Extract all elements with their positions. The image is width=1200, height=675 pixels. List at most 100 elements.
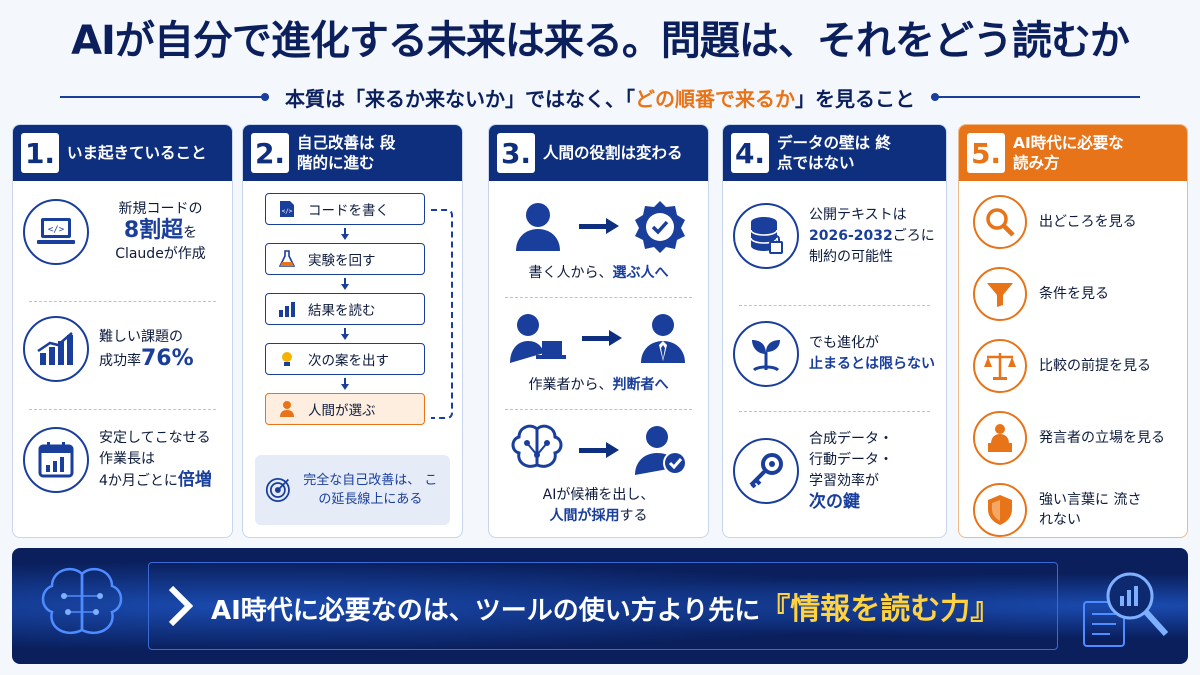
list-item: 条件を見る bbox=[973, 267, 1177, 321]
card-title: いま起きていること bbox=[67, 144, 207, 162]
item-text: 作業長は bbox=[99, 451, 155, 467]
item-text: Claudeが作成 bbox=[115, 246, 206, 262]
item-text: 出どころを見る bbox=[1039, 214, 1137, 230]
conclusion-banner: AI時代に必要なのは、ツールの使い方より先に『情報を読む力』 bbox=[12, 548, 1188, 664]
tip-text: 完全な自己改善は、 この延長線上にある bbox=[303, 473, 438, 507]
divider bbox=[505, 297, 692, 298]
worker-laptop-icon bbox=[509, 314, 566, 363]
step-label: コードを書く bbox=[308, 203, 389, 219]
arrow-down-icon bbox=[341, 328, 349, 340]
card-data-wall: 4. データの壁は 終点ではない 公開テキストは 2026-2032ごろに 制約… bbox=[722, 124, 947, 538]
list-item: 安定してこなせる 作業長は 4か月ごとに倍増 bbox=[23, 427, 222, 493]
bar-chart-icon bbox=[278, 300, 296, 318]
database-lock-icon bbox=[733, 203, 799, 269]
role-caption: 書く人から、選ぶ人へ bbox=[489, 263, 708, 284]
magnifier-icon bbox=[973, 195, 1027, 249]
arrow-right-icon bbox=[581, 330, 622, 346]
role-caption: AIが候補を出し、 人間が採用する bbox=[489, 485, 708, 527]
check-badge-icon bbox=[634, 201, 685, 253]
card-header: 1. いま起きていること bbox=[13, 125, 232, 181]
item-text: 学習効率が bbox=[809, 473, 879, 489]
banner-text: AI時代に必要なのは、ツールの使い方より先に『情報を読む力』 bbox=[211, 584, 1000, 628]
card-self-improvement: 2. 自己改善は 段階的に進む </> コードを書く 実験を回す 結果を読む 次の… bbox=[242, 124, 463, 538]
step-label: 次の案を出す bbox=[308, 353, 389, 369]
arrow-down-icon bbox=[341, 378, 349, 390]
person-icon bbox=[515, 203, 560, 251]
lightbulb-icon bbox=[278, 350, 296, 368]
role-highlight: 判断者へ bbox=[612, 377, 669, 393]
card-reading-method: 5. AI時代に必要な 読み方 出どころを見る 条件を見る 比較の前提を見る 発… bbox=[958, 124, 1188, 538]
item-text: 新規コードの bbox=[118, 201, 203, 217]
list-item: 強い言葉に 流されない bbox=[973, 483, 1177, 537]
item-text: 合成データ・ bbox=[809, 431, 893, 447]
item-text: 4か月ごとに bbox=[99, 473, 178, 489]
divider bbox=[739, 411, 930, 412]
laptop-code-icon: </> bbox=[23, 199, 89, 265]
role-highlight: 人間が採用 bbox=[549, 508, 620, 524]
svg-text:</>: </> bbox=[48, 225, 65, 235]
approved-user-icon bbox=[634, 426, 687, 475]
subtitle-bar: 本質は「来るか来ないか」ではなく、「どの順番で来るか」を見ること bbox=[60, 80, 1140, 114]
speaker-podium-icon bbox=[973, 411, 1027, 465]
card-number: 3. bbox=[497, 133, 535, 173]
divider bbox=[739, 305, 930, 306]
arrow-right-icon bbox=[578, 442, 619, 458]
list-item: 出どころを見る bbox=[973, 195, 1177, 249]
scales-icon bbox=[973, 339, 1027, 393]
card-title: AI時代に必要な 読み方 bbox=[1013, 134, 1124, 172]
role-highlight: 選ぶ人へ bbox=[612, 265, 669, 281]
step-item: 結果を読む bbox=[265, 293, 425, 325]
ai-brain-icon bbox=[41, 567, 123, 635]
role-text: する bbox=[619, 508, 648, 524]
card-number: 1. bbox=[21, 133, 59, 173]
list-item: 難しい課題の 成功率76% bbox=[23, 316, 222, 382]
role-transition bbox=[489, 199, 708, 253]
card-number: 5. bbox=[967, 133, 1005, 173]
step-item: </> コードを書く bbox=[265, 193, 425, 225]
arrow-right-icon bbox=[578, 218, 619, 234]
item-highlight: 76% bbox=[141, 345, 194, 371]
item-highlight: 倍増 bbox=[177, 470, 212, 490]
item-text: 成功率 bbox=[99, 352, 141, 369]
target-icon bbox=[265, 478, 290, 502]
filter-icon bbox=[973, 267, 1027, 321]
card-header: 3. 人間の役割は変わる bbox=[489, 125, 708, 181]
card-header: 5. AI時代に必要な 読み方 bbox=[959, 125, 1187, 181]
item-highlight: 8割超 bbox=[123, 218, 184, 243]
role-text: 作業者から、 bbox=[528, 377, 613, 393]
businessman-icon bbox=[640, 314, 685, 363]
role-caption: 作業者から、判断者へ bbox=[489, 375, 708, 396]
list-item: 合成データ・ 行動データ・ 学習効率が 次の鍵 bbox=[733, 429, 936, 513]
shield-icon bbox=[973, 483, 1027, 537]
tip-box: 完全な自己改善は、 この延長線上にある bbox=[255, 455, 450, 525]
card-title: データの壁は 終点ではない bbox=[777, 134, 891, 172]
step-item: 次の案を出す bbox=[265, 343, 425, 375]
card-number: 4. bbox=[731, 133, 769, 173]
item-text: 条件を見る bbox=[1039, 286, 1109, 302]
item-text: 強い言葉に 流されない bbox=[1039, 492, 1142, 528]
subtitle-highlight: どの順番で来るか bbox=[635, 86, 795, 111]
item-text: 行動データ・ bbox=[809, 452, 893, 468]
role-transition bbox=[489, 423, 708, 477]
banner-frame: AI時代に必要なのは、ツールの使い方より先に『情報を読む力』 bbox=[148, 562, 1058, 650]
arrow-down-icon bbox=[341, 278, 349, 290]
step-label: 結果を読む bbox=[308, 303, 376, 319]
divider-right bbox=[931, 93, 1140, 101]
growth-chart-icon bbox=[23, 316, 89, 382]
role-text: 書く人から、 bbox=[528, 265, 613, 281]
subtitle: 本質は「来るか来ないか」ではなく、「どの順番で来るか」を見ること bbox=[285, 83, 915, 112]
banner-prefix: AI時代に必要なのは、ツールの使い方より先に bbox=[211, 596, 761, 626]
item-highlight: 2026-2032 bbox=[809, 227, 893, 244]
card-title: 人間の役割は変わる bbox=[543, 144, 683, 162]
list-item: 発言者の立場を見る bbox=[973, 411, 1177, 465]
key-icon bbox=[733, 438, 799, 504]
sprout-icon bbox=[733, 321, 799, 387]
step-label: 実験を回す bbox=[308, 253, 376, 269]
list-item: でも進化が 止まるとは限らない bbox=[733, 321, 936, 387]
role-transition bbox=[489, 311, 708, 365]
item-text: 比較の前提を見る bbox=[1039, 358, 1151, 374]
card-header: 2. 自己改善は 段階的に進む bbox=[243, 125, 462, 181]
item-text: 制約の可能性 bbox=[809, 248, 893, 265]
svg-text:</>: </> bbox=[282, 208, 293, 215]
item-text: でも進化が bbox=[809, 335, 879, 351]
